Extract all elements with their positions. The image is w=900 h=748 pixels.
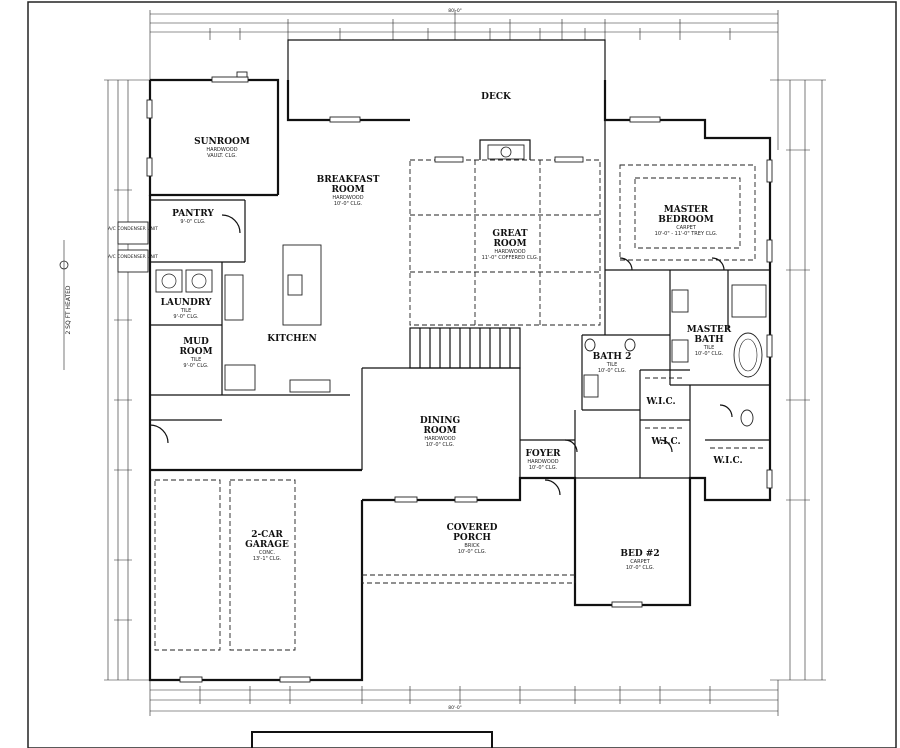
svg-text:9'-0" CLG.: 9'-0" CLG. — [173, 314, 199, 320]
svg-text:CARPET: CARPET — [630, 559, 651, 565]
svg-text:ROOM: ROOM — [179, 347, 212, 357]
deck-label: DECK — [481, 92, 512, 102]
svg-text:10'-0" CLG.: 10'-0" CLG. — [529, 465, 558, 471]
svg-text:10'-0" CLG.: 10'-0" CLG. — [334, 201, 363, 207]
svg-text:PORCH: PORCH — [453, 533, 491, 543]
bottom-dimensions: 80'-0" — [149, 680, 779, 716]
svg-text:10'-0" CLG.: 10'-0" CLG. — [695, 351, 724, 357]
interior-walls — [150, 120, 770, 584]
svg-text:9'-0" CLG.: 9'-0" CLG. — [183, 363, 209, 369]
svg-text:HARDWOOD: HARDWOOD — [424, 436, 455, 442]
pantry-label: PANTRY — [172, 209, 214, 219]
svg-text:10'-0" CLG.: 10'-0" CLG. — [458, 549, 487, 555]
wic1-label: W.I.C. — [645, 397, 675, 407]
svg-text:HARDWOOD: HARDWOOD — [494, 249, 525, 255]
wic2-label: W.I.C. — [650, 437, 680, 447]
svg-text:GARAGE: GARAGE — [245, 540, 289, 550]
svg-text:ROOM: ROOM — [331, 185, 364, 195]
svg-text:TILE: TILE — [190, 357, 201, 363]
svg-text:10'-0" CLG.: 10'-0" CLG. — [598, 368, 627, 374]
svg-text:TILE: TILE — [180, 308, 191, 314]
svg-text:VAULT. CLG.: VAULT. CLG. — [207, 153, 237, 159]
svg-text:11'-0" COFFERED CLG.: 11'-0" COFFERED CLG. — [482, 255, 539, 261]
garage-label: 2-CAR — [251, 530, 283, 540]
svg-text:HARDWOOD: HARDWOOD — [206, 147, 237, 153]
svg-text:10'-0" - 11'-0" TREY CLG.: 10'-0" - 11'-0" TREY CLG. — [655, 231, 718, 237]
side-label-text: 2 SQ FT HEATED — [65, 285, 72, 334]
svg-text:9'-0" CLG.: 9'-0" CLG. — [180, 219, 206, 225]
svg-text:TILE: TILE — [606, 362, 617, 368]
svg-text:BATH: BATH — [694, 335, 724, 345]
laundry-label: LAUNDRY — [161, 298, 212, 308]
master-bath-label: MASTER — [687, 325, 732, 335]
overall-bottom-dim: 80'-0" — [448, 705, 462, 711]
foyer-label: FOYER — [526, 449, 562, 459]
windows — [146, 71, 773, 683]
overall-top-dim: 80'-0" — [448, 8, 462, 14]
svg-text:BEDROOM: BEDROOM — [658, 215, 713, 225]
doors — [149, 214, 733, 496]
kitchen-label: KITCHEN — [267, 334, 316, 344]
fixtures — [117, 144, 767, 651]
sunroom-label: SUNROOM — [194, 137, 250, 147]
sheet-border — [27, 1, 897, 748]
ac-unit-1-label: A/C CONDENSER UNIT — [108, 226, 158, 232]
bath2-label: BATH 2 — [593, 352, 632, 362]
svg-text:TILE: TILE — [703, 345, 714, 351]
wic3-label: W.I.C. — [712, 456, 742, 466]
breakfast-label: BREAKFAST — [317, 175, 380, 185]
svg-text:ROOM: ROOM — [423, 426, 456, 436]
dining-label: DINING — [420, 416, 460, 426]
left-dimensions — [104, 79, 150, 681]
room-labels: DECK SUNROOM HARDWOOD VAULT. CLG. BREAKF… — [108, 92, 743, 571]
svg-text:10'-0" CLG.: 10'-0" CLG. — [426, 442, 455, 448]
mud-room-label: MUD — [183, 337, 209, 347]
svg-text:10'-0" CLG.: 10'-0" CLG. — [626, 565, 655, 571]
svg-text:CONC.: CONC. — [259, 550, 276, 556]
side-marker: 2 SQ FT HEATED — [59, 240, 72, 370]
master-bedroom-label: MASTER — [664, 205, 709, 215]
right-dimensions — [770, 79, 826, 681]
svg-text:BRICK: BRICK — [464, 543, 480, 549]
title-block — [251, 731, 493, 748]
svg-text:HARDWOOD: HARDWOOD — [527, 459, 558, 465]
bed2-label: BED #2 — [620, 549, 659, 559]
great-room-label: GREAT — [492, 229, 528, 239]
svg-text:CARPET: CARPET — [676, 225, 697, 231]
svg-text:HARDWOOD: HARDWOOD — [332, 195, 363, 201]
porch-label: COVERED — [447, 523, 498, 533]
svg-text:ROOM: ROOM — [493, 239, 526, 249]
svg-text:13'-1" CLG.: 13'-1" CLG. — [253, 556, 282, 562]
ac-unit-2-label: A/C CONDENSER UNIT — [108, 254, 158, 260]
